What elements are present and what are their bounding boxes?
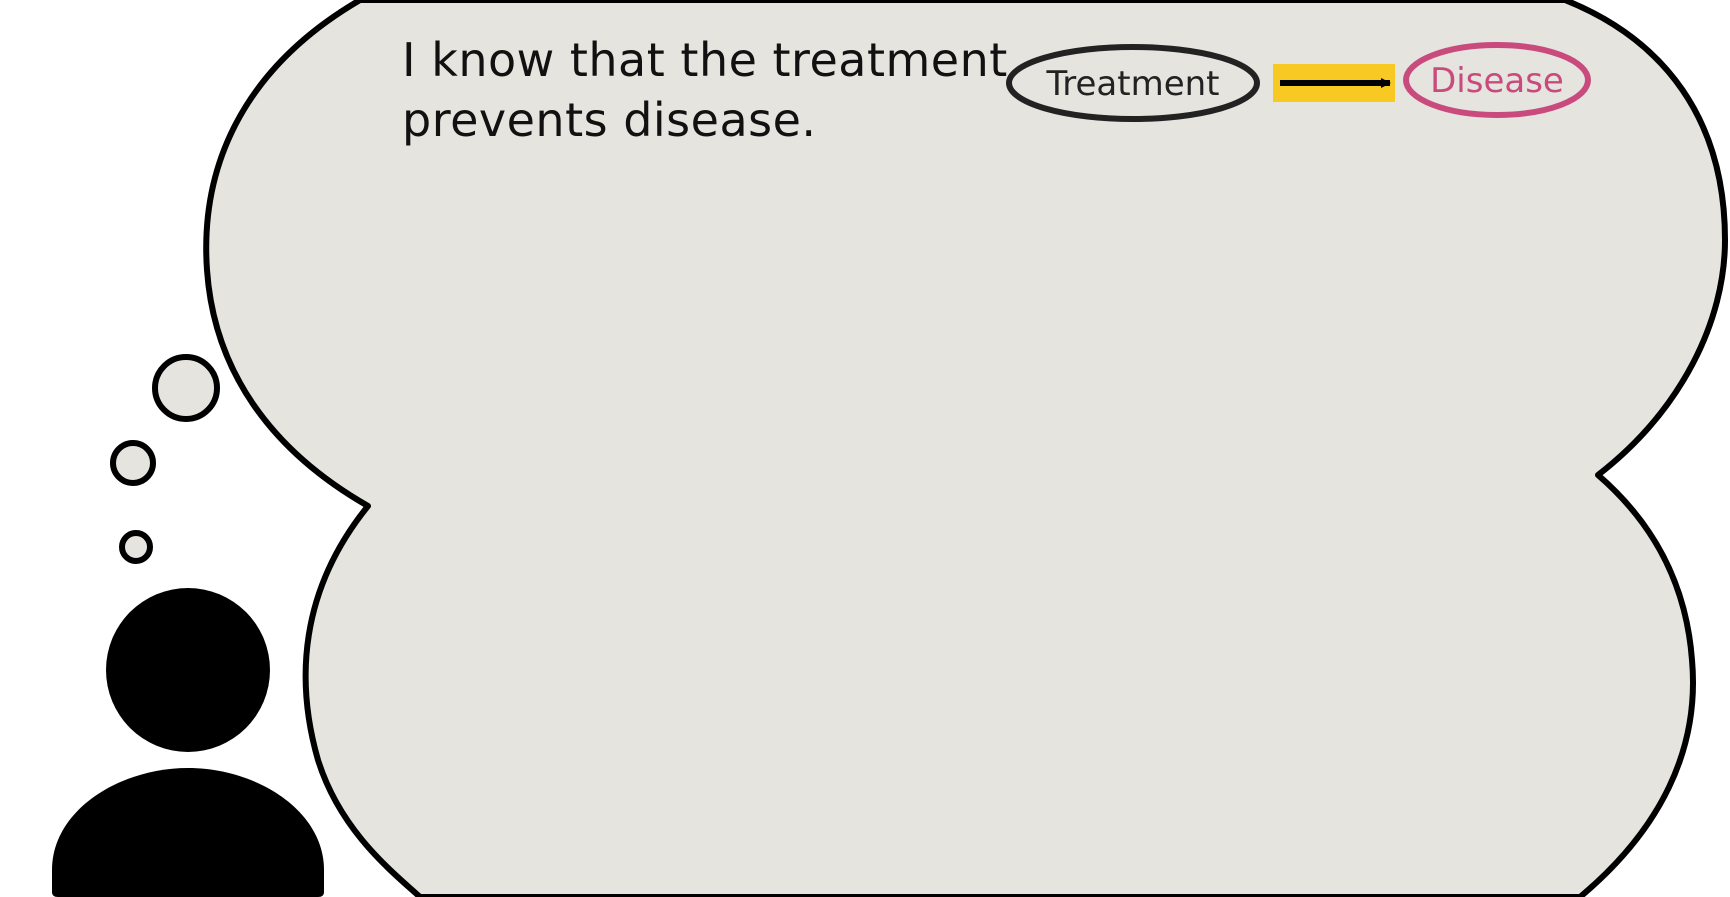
thought-circle-small (119, 530, 153, 564)
person-icon (52, 588, 324, 897)
thought-circle-large (152, 354, 220, 422)
thought-text-line-2: prevents disease. (402, 93, 817, 147)
disease-node (1403, 42, 1591, 118)
causal-diagram: Treatment Disease (1006, 42, 1591, 122)
thought-circle-medium (110, 440, 156, 486)
treatment-label: Treatment (1045, 64, 1219, 104)
treatment-node (1006, 44, 1260, 122)
thought-text: I know that the treatment prevents disea… (402, 30, 1008, 150)
thought-bubble (203, 0, 1728, 897)
thought-text-line-1: I know that the treatment (402, 33, 1008, 87)
disease-label: Disease (1430, 61, 1564, 101)
